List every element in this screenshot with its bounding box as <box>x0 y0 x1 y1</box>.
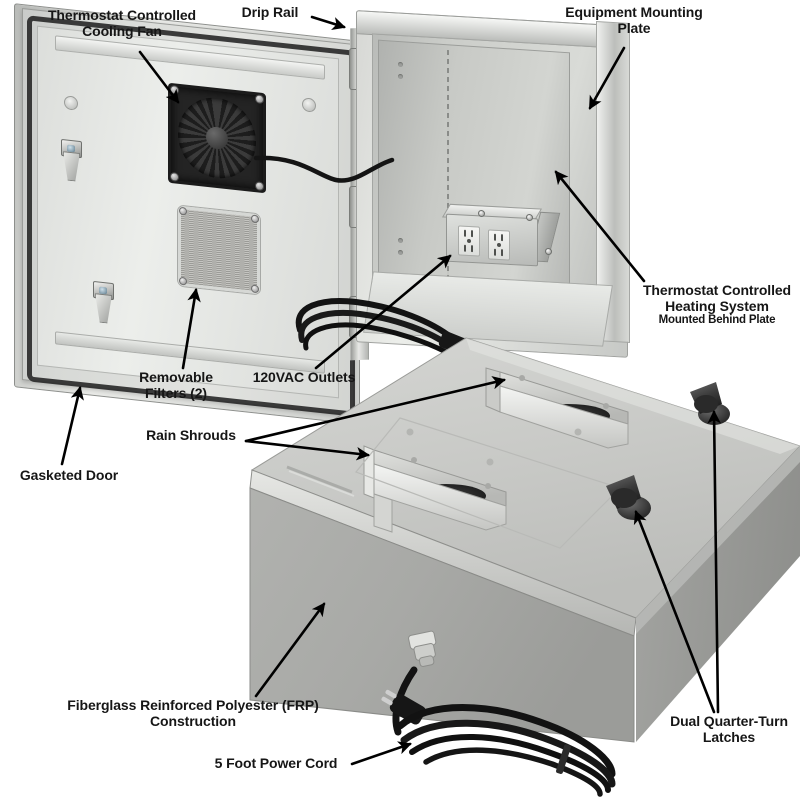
callout-label-5-foot-power-cord: 5 Foot Power Cord <box>214 755 338 771</box>
lid-groove <box>286 465 353 494</box>
callout-arrow-gasketed-door <box>60 386 84 466</box>
callout-arrow-dual-quarter-turn-latches <box>707 409 721 714</box>
duplex-receptacle <box>488 229 510 261</box>
enclosure-lid-seam-right <box>636 446 800 634</box>
fan-screw <box>170 171 179 182</box>
rain-shroud-front-vent <box>406 484 486 508</box>
filter-screw <box>179 276 187 286</box>
callout-arrow-frp-construction <box>254 602 326 698</box>
plate-stud <box>398 61 403 68</box>
receptacle-slot <box>494 233 496 241</box>
receptacle-slot <box>471 245 473 253</box>
callout-label-dual-quarter-turn-latches: Dual Quarter-Turn Latches <box>670 713 788 745</box>
callout-label-drip-rail: Drip Rail <box>241 4 299 20</box>
callout-label-gasketed-door: Gasketed Door <box>19 467 119 483</box>
receptacle-slot <box>501 234 503 242</box>
callout-sublabel-thermostat-controlled-heating-system: Mounted Behind Plate <box>658 314 776 327</box>
rain-shroud-front <box>355 417 622 549</box>
callout-arrow-dual-quarter-turn-latches <box>633 510 716 714</box>
power-cord-lower <box>381 630 616 797</box>
callout-arrow-rain-shrouds <box>244 439 371 461</box>
rain-shroud-rear <box>485 367 629 449</box>
latch-tab <box>95 293 112 324</box>
door-latch-keeper <box>58 138 84 182</box>
callout-label-thermostat-controlled-cooling-fan: Thermostat Controlled Cooling Fan <box>47 7 197 39</box>
filter-screw <box>251 284 259 294</box>
receptacle-ground <box>497 242 501 248</box>
quarter-turn-latch-rear[interactable] <box>690 382 730 425</box>
plate-stud <box>398 249 403 256</box>
plate-stud <box>398 73 403 80</box>
door-latch-keeper <box>90 280 116 324</box>
callout-arrow-drip-rail <box>310 15 346 31</box>
receptacle-slot <box>464 229 466 237</box>
filter-screw <box>251 214 259 224</box>
duplex-receptacle <box>458 225 480 257</box>
callout-label-frp-construction: Fiberglass Reinforced Polyester (FRP) Co… <box>67 697 319 729</box>
outlet-box-screw <box>545 247 552 256</box>
plate-stud <box>398 237 403 244</box>
callout-label-removable-filters: Removable Filters (2) <box>139 369 213 401</box>
cooling-fan-assembly <box>168 82 266 194</box>
fan-screw <box>255 94 264 105</box>
outlet-box-screw <box>526 213 533 222</box>
receptacle-slot <box>494 248 496 256</box>
enclosure-lid-lip-left <box>249 469 637 637</box>
fan-screw <box>255 181 264 192</box>
outlet-box-screw <box>478 209 485 218</box>
quarter-turn-latch-front[interactable] <box>606 475 651 520</box>
receptacle-slot <box>471 230 473 238</box>
receptacle-slot <box>501 249 503 257</box>
filter-screw <box>179 206 187 216</box>
callout-label-equipment-mounting-plate: Equipment Mounting Plate <box>565 4 703 36</box>
callout-label-120vac-outlets: 120VAC Outlets <box>252 369 356 385</box>
receptacle-slot <box>464 244 466 252</box>
latch-tab <box>63 151 80 182</box>
receptacle-ground <box>467 238 471 244</box>
removable-filter-panel <box>178 205 260 295</box>
callout-arrow-5-foot-power-cord <box>350 741 412 766</box>
callout-label-rain-shrouds: Rain Shrouds <box>146 427 236 443</box>
rain-shroud-rear-vent <box>526 404 610 428</box>
enclosure-right-face <box>636 446 800 742</box>
fan-screw <box>170 84 179 95</box>
